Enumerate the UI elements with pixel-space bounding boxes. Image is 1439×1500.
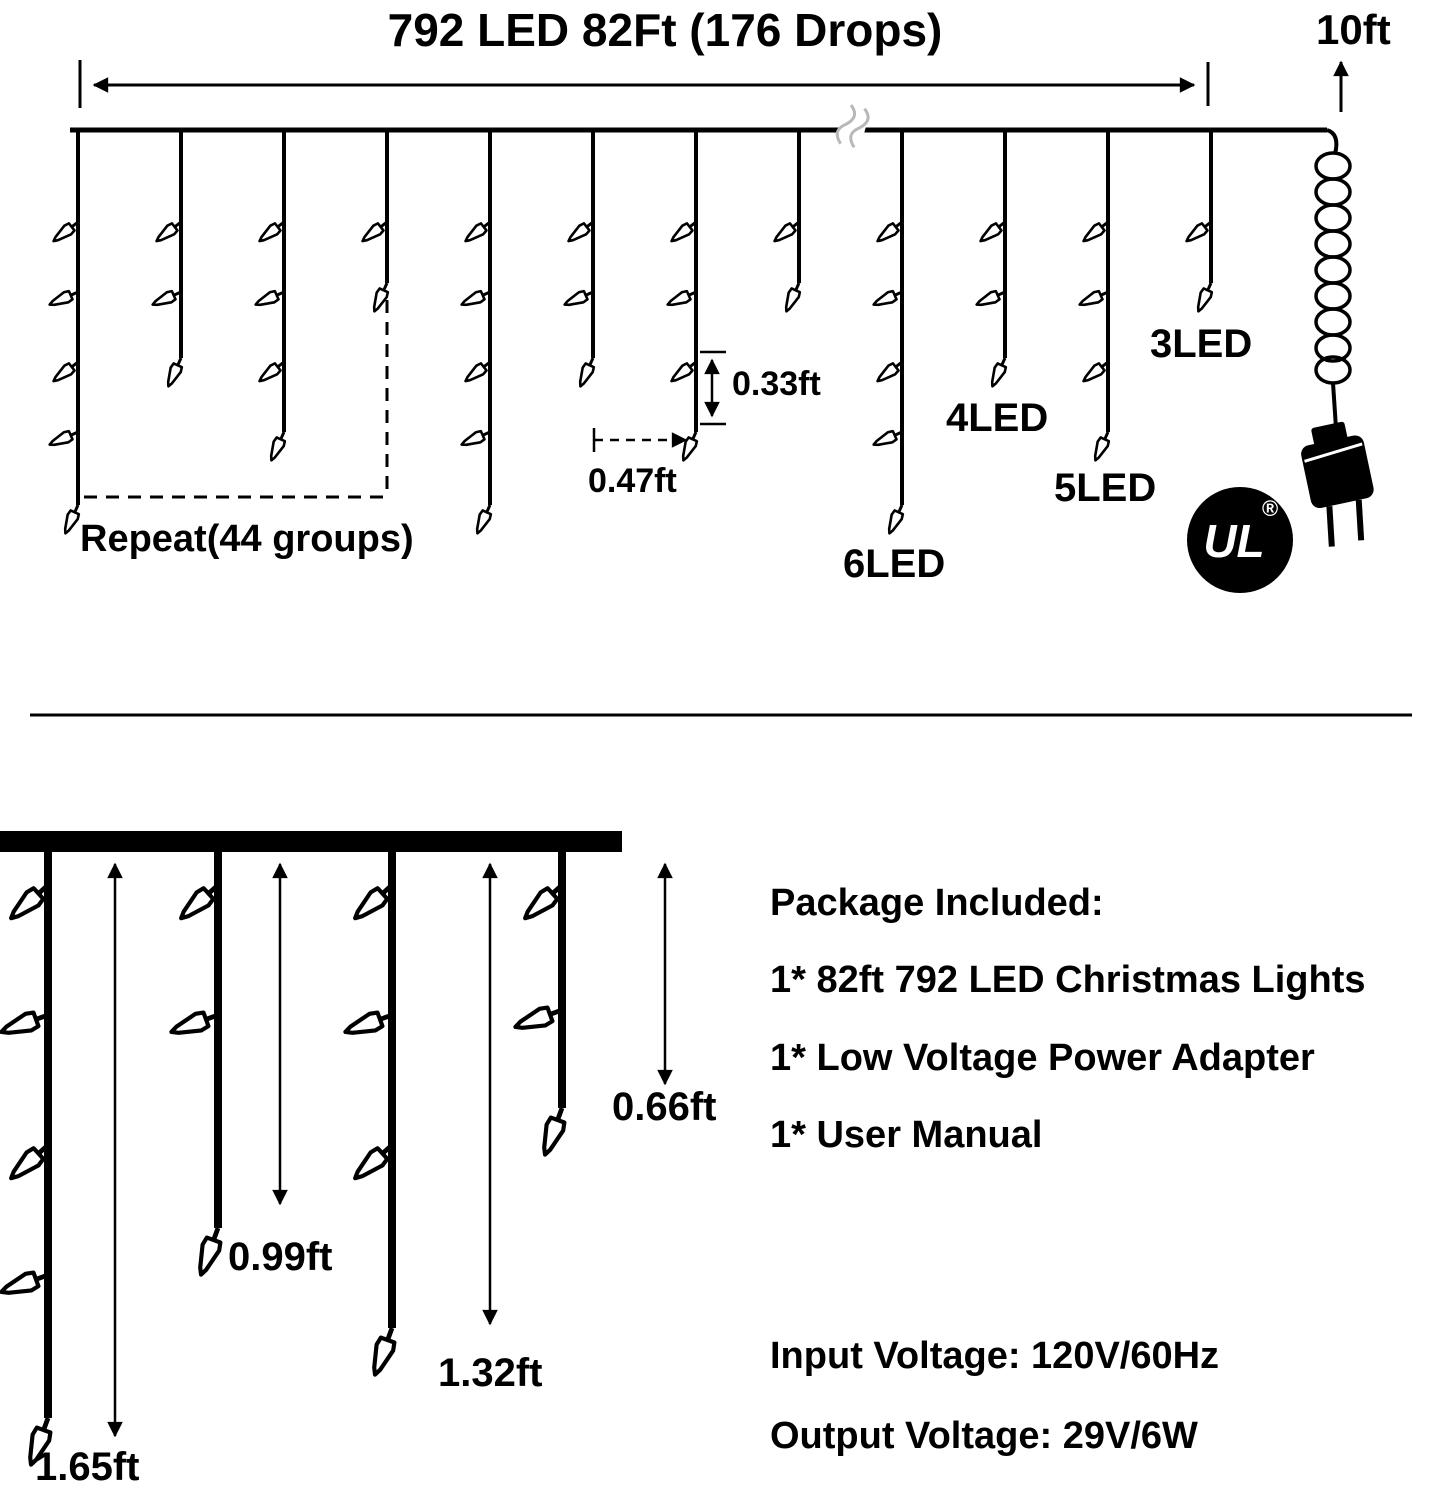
example-drop [0,850,56,1468]
plug-prong-right [1355,499,1365,541]
icicle-drop-3led [769,128,806,316]
label-5led: 5LED [1054,466,1156,510]
break-squiggle-right [849,107,870,149]
coil-loop [1314,151,1352,181]
ul-letters: UL [1203,515,1264,567]
led-bulb-icon [45,425,82,452]
coil-loop [1314,177,1352,207]
coil-loop [1314,229,1352,259]
main-wire-bar [0,831,622,852]
led-bulb-icon [560,285,597,312]
bottom-diagram: 1.65ft 0.99ft 1.32ft 0.66ft [0,831,717,1489]
led-bulb-icon [457,285,494,312]
top-diagram: 792 LED 82Ft (176 Drops) 10ft [45,4,1391,593]
length-label-0-66ft: 0.66ft [612,1085,717,1129]
coil-loop [1314,333,1352,363]
example-drop [342,850,400,1378]
led-bulb-icon [512,1002,565,1036]
label-6led: 6LED [843,542,945,586]
led-bulb-icon [985,354,1012,391]
package-item-adapter: 1* Low Voltage Power Adapter [770,1037,1315,1079]
icicle-drop-6led [45,128,85,538]
led-bulb-icon [168,1007,221,1041]
light-drops [45,128,1218,538]
length-label-1-65ft: 1.65ft [35,1445,140,1489]
led-bulb-icon [470,501,497,538]
label-3led: 3LED [1150,322,1252,366]
led-bulb-icon [1088,428,1115,465]
coil-loop [1314,255,1352,285]
led-bulb-icon [882,501,909,538]
wire-bend [1326,128,1339,155]
led-bulb-icon [457,425,494,452]
input-voltage: Input Voltage: 120V/60Hz [770,1335,1219,1377]
icicle-drop-5led [663,128,703,465]
icicle-drop-5led [251,128,291,465]
icicle-drop-3led [1181,128,1218,316]
led-bulb-icon [193,1225,227,1278]
led-bulb-icon [663,285,700,312]
lead-length-label: 10ft [1316,6,1391,53]
coil-loop [1314,281,1352,311]
example-drop [168,850,226,1278]
example-drop [512,850,570,1158]
drop-length-examples [0,850,570,1468]
package-info: Package Included: 1* 82ft 792 LED Christ… [770,882,1366,1156]
led-bulb-icon [869,285,906,312]
led-bulb-icon [1075,285,1112,312]
voltage-specs: Input Voltage: 120V/60Hz Output Voltage:… [770,1335,1219,1457]
plug-body [1301,435,1374,509]
led-bulb-icon [367,1325,401,1378]
diagram-title: 792 LED 82Ft (176 Drops) [388,4,943,56]
ul-circle [1187,487,1293,593]
icicle-drop-5led [1075,128,1115,465]
coil-loop [1314,203,1352,233]
led-bulb-icon [148,285,185,312]
label-4led: 4LED [946,396,1048,440]
package-heading: Package Included: [770,882,1104,924]
led-bulb-icon [869,425,906,452]
wire-break-mark [833,104,870,155]
break-squiggle-left [835,104,857,145]
length-label-0-99ft: 0.99ft [228,1235,333,1279]
registered-mark: ® [1262,496,1278,521]
led-bulb-icon [573,354,600,391]
led-bulb-icon [45,285,82,312]
led-bulb-icon [0,1267,51,1301]
plug-seam [1304,442,1363,463]
led-bulb-icon [537,1105,571,1158]
led-bulb-icon [342,1007,395,1041]
led-bulb-icon [676,428,703,465]
power-plug [1301,421,1374,547]
led-bulb-icon [779,279,806,316]
length-label-1-32ft: 1.32ft [438,1351,543,1395]
icicle-drop-4led [560,128,600,391]
drop-spacing-label: 0.47ft [588,462,677,500]
package-item-manual: 1* User Manual [770,1114,1042,1156]
led-bulb-icon [0,1007,51,1041]
led-spacing-label: 0.33ft [732,365,821,403]
led-bulb-icon [251,285,288,312]
led-bulb-icon [367,279,394,316]
plug-prong-left [1326,505,1335,547]
output-voltage: Output Voltage: 29V/6W [770,1415,1198,1457]
icicle-drop-6led [869,128,909,538]
icicle-drop-6led [457,128,497,538]
ul-logo: UL ® [1187,487,1293,593]
repeat-label: Repeat(44 groups) [80,518,414,560]
led-bulb-icon [161,354,188,391]
coil-loop [1314,307,1352,337]
led-bulb-icon [972,285,1009,312]
led-bulb-icon [1191,279,1218,316]
led-bulb-icon [264,428,291,465]
icicle-drop-4led [148,128,188,391]
icicle-drop-3led [357,128,394,316]
coiled-lead-wire [1314,151,1352,429]
icicle-drop-4led [972,128,1012,391]
coil-to-plug-wire [1331,382,1338,429]
package-item-lights: 1* 82ft 792 LED Christmas Lights [770,959,1366,1001]
